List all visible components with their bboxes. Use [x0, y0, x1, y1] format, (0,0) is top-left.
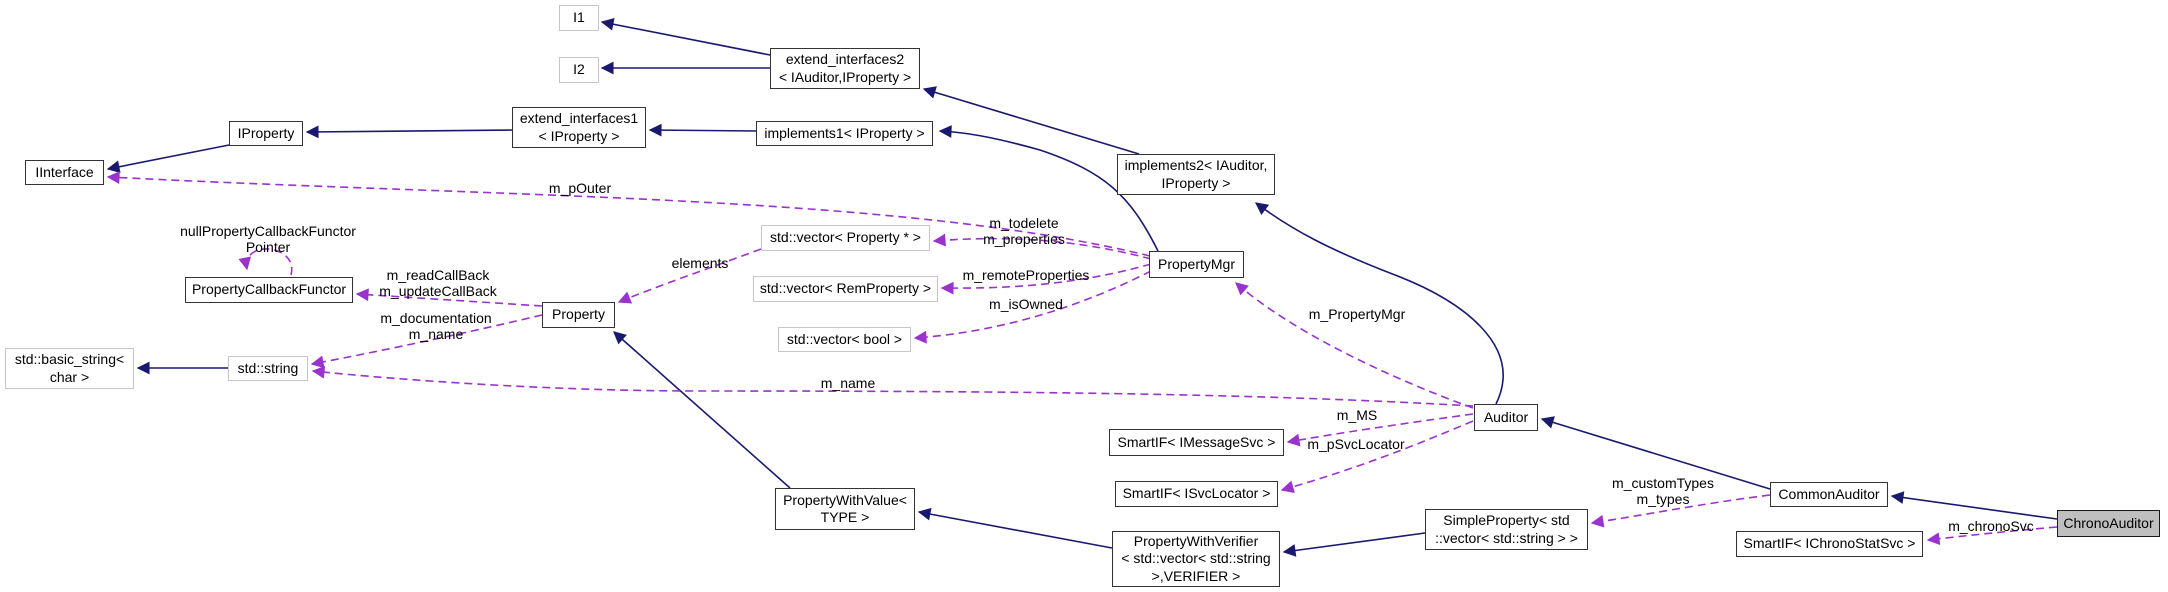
node-property-with-value[interactable]: PropertyWithValue< TYPE > [775, 488, 915, 530]
edge-chronoauditor-to-commonauditor [1890, 491, 2058, 520]
node-implements2[interactable]: implements2< IAuditor, IProperty > [1117, 154, 1275, 195]
node-smartif-ichronostatsvc[interactable]: SmartIF< IChronoStatSvc > [1736, 531, 1923, 557]
node-implements1[interactable]: implements1< IProperty > [756, 121, 933, 146]
node-iinterface[interactable]: IInterface [25, 160, 104, 185]
inheritance-edges [106, 17, 2058, 557]
edge-auditor-to-implements2 [1254, 202, 1504, 405]
edge-propertymgr-to-implements1 [938, 125, 1159, 252]
node-iproperty[interactable]: IProperty [229, 121, 303, 146]
edge-extend-interfaces1-to-iproperty [305, 125, 513, 139]
edge-implements1-to-extend-interfaces1 [648, 123, 757, 137]
edge-nullpropertycallbackfunctorpointer-selfloop [238, 248, 293, 276]
edge-m-readcallback [355, 288, 543, 307]
node-auditor[interactable]: Auditor [1474, 404, 1538, 431]
edge-m-remoteproperties [940, 263, 1152, 295]
edge-m-pouter [106, 171, 1151, 257]
edge-m-properties [932, 233, 1152, 260]
node-basic-string[interactable]: std::basic_string< char > [5, 348, 134, 389]
edge-commonauditor-to-auditor [1540, 416, 1771, 490]
node-chrono-auditor[interactable]: ChronoAuditor [2057, 510, 2160, 537]
node-vector-remproperty[interactable]: std::vector< RemProperty > [753, 276, 938, 302]
edge-m-documentation-m-name [310, 314, 543, 369]
node-vector-bool[interactable]: std::vector< bool > [778, 327, 911, 352]
node-smartif-imessagesvc[interactable]: SmartIF< IMessageSvc > [1109, 429, 1284, 456]
node-property-callback-functor[interactable]: PropertyCallbackFunctor [185, 277, 353, 303]
node-property[interactable]: Property [542, 302, 615, 328]
node-vector-property-ptr[interactable]: std::vector< Property * > [761, 225, 930, 251]
node-property-with-verifier[interactable]: PropertyWithVerifier < std::vector< std:… [1112, 531, 1280, 587]
edge-propertywithverifier-to-propertywithvalue [917, 507, 1113, 549]
node-std-string[interactable]: std::string [228, 356, 308, 381]
edge-implements2-to-extend-interfaces2 [922, 86, 1140, 155]
node-extend-interfaces2[interactable]: extend_interfaces2 < IAuditor,IProperty … [770, 48, 920, 89]
edge-m-psvclocator [1280, 420, 1474, 493]
node-common-auditor[interactable]: CommonAuditor [1770, 482, 1888, 507]
edge-m-customtypes [1590, 494, 1771, 528]
edge-iproperty-to-iinterface [106, 144, 230, 174]
node-extend-interfaces1[interactable]: extend_interfaces1 < IProperty > [512, 107, 646, 148]
edge-propertywithvalue-to-property [613, 331, 791, 489]
edge-m-propertymgr [1235, 282, 1474, 409]
edge-m-chronosvc [1926, 526, 2058, 546]
collaboration-edges [106, 171, 2058, 546]
edge-simpleproperty-to-propertywithverifier [1282, 532, 1426, 557]
edge-extend-interfaces2-to-i1 [600, 17, 771, 56]
edge-m-ms [1286, 413, 1474, 447]
node-simple-property[interactable]: SimpleProperty< std ::vector< std::strin… [1425, 509, 1588, 550]
node-i2[interactable]: I2 [559, 57, 599, 83]
edge-m-name [311, 365, 1474, 407]
edge-elements [617, 248, 762, 304]
edge-m-isowned [913, 270, 1152, 344]
node-propertymgr[interactable]: PropertyMgr [1149, 251, 1244, 278]
node-smartif-isvclocator[interactable]: SmartIF< ISvcLocator > [1115, 481, 1278, 507]
node-i1[interactable]: I1 [559, 5, 599, 31]
